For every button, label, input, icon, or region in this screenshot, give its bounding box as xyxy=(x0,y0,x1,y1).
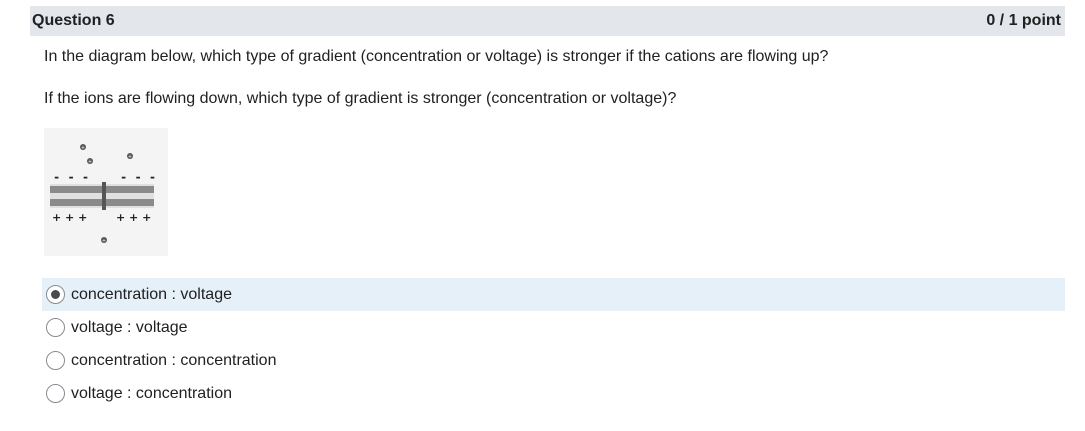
answer-options: concentration : voltage voltage : voltag… xyxy=(42,278,1065,410)
question-header: Question 6 0 / 1 point xyxy=(30,6,1065,36)
svg-text:+: + xyxy=(81,145,85,151)
answer-option-3[interactable]: concentration : concentration xyxy=(42,344,1065,377)
answer-label-1: concentration : voltage xyxy=(71,285,232,303)
radio-button-selected[interactable] xyxy=(46,285,65,304)
cation-above-1: + xyxy=(80,144,86,151)
radio-button[interactable] xyxy=(46,318,65,337)
question-text-2: If the ions are flowing down, which type… xyxy=(44,90,677,107)
membrane-diagram: + + + + - - - - - - + + + + + + xyxy=(44,128,168,256)
answer-option-4[interactable]: voltage : concentration xyxy=(42,377,1065,410)
positive-charges-right: + + + xyxy=(116,211,151,224)
radio-button[interactable] xyxy=(46,384,65,403)
cation-above-3: + xyxy=(127,153,133,160)
negative-charges-left: - - - xyxy=(53,170,89,184)
answer-label-3: concentration : concentration xyxy=(71,351,277,369)
answer-label-4: voltage : concentration xyxy=(71,384,232,402)
membrane-channel xyxy=(102,182,106,210)
svg-text:+: + xyxy=(128,154,132,160)
membrane-diagram-svg: + + + + - - - - - - + + + + + + xyxy=(44,128,168,256)
radio-button[interactable] xyxy=(46,351,65,370)
cation-below-1: + xyxy=(101,237,107,244)
radio-dot xyxy=(51,290,60,299)
svg-text:+: + xyxy=(88,159,92,165)
positive-charges-left: + + + xyxy=(52,211,87,224)
question-title: Question 6 xyxy=(32,12,115,29)
answer-label-2: voltage : voltage xyxy=(71,318,188,336)
answer-option-2[interactable]: voltage : voltage xyxy=(42,311,1065,344)
cation-above-2: + xyxy=(87,158,93,165)
svg-text:+: + xyxy=(102,238,106,244)
question-text-1: In the diagram below, which type of grad… xyxy=(44,48,829,65)
answer-option-1[interactable]: concentration : voltage xyxy=(42,278,1065,311)
question-points: 0 / 1 point xyxy=(986,12,1061,29)
negative-charges-right: - - - xyxy=(120,170,156,184)
